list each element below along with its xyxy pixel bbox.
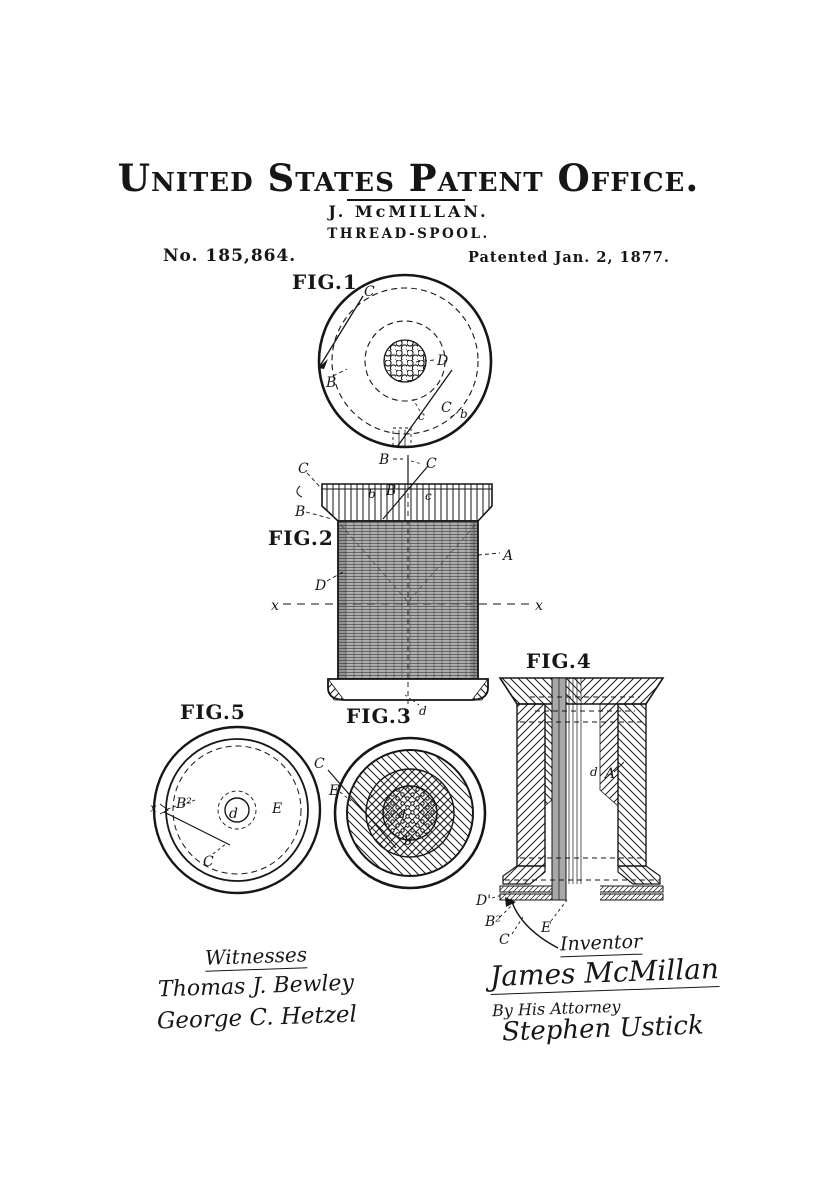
annotation-label: E (271, 801, 282, 817)
annotation-label: D' (475, 893, 491, 909)
figure-4-drawing (491, 677, 665, 949)
invention-title-line: THREAD-SPOOL. (327, 226, 490, 242)
annotation-label: C (441, 400, 452, 416)
figure-5-drawing (152, 725, 322, 895)
annotation-label: x (535, 598, 543, 614)
annotation-label: A (501, 548, 513, 564)
inventor-signature: James McMillan (489, 952, 720, 995)
annotation-label: D (314, 578, 326, 594)
patent-office-title: United States Patent Office. (117, 156, 700, 200)
annotation-label: b (368, 487, 376, 501)
annotation-label: E (540, 920, 551, 936)
annotation-label: C (499, 932, 510, 948)
annotation-label: d (229, 806, 238, 822)
annotation-label: E (328, 783, 339, 799)
figure-3-caption: FIG.3 (346, 704, 412, 728)
annotation-label: d (398, 807, 406, 821)
annotation-label: C (298, 461, 309, 477)
annotation-label: C (364, 284, 375, 300)
annotation-label: B (294, 504, 305, 520)
annotation-label: B² (175, 796, 192, 812)
annotation-label: C (203, 854, 214, 870)
inventor-name-line: J. McMILLAN. (328, 202, 489, 221)
annotation-label: b (404, 834, 412, 848)
annotation-label: C (426, 456, 437, 472)
patent-date: Patented Jan. 2, 1877. (468, 249, 670, 266)
annotation-label: c (418, 409, 425, 423)
annotation-label: x (271, 598, 279, 614)
annotation-label: d (419, 704, 427, 718)
inventor-heading: Inventor (559, 930, 643, 958)
figure-3-drawing (327, 736, 487, 890)
figure-4-caption: FIG.4 (526, 649, 592, 673)
figure-5-caption: FIG.5 (180, 700, 246, 724)
annotation-label: c (425, 489, 432, 503)
annotation-label: b (460, 407, 468, 421)
annotation-label: B (378, 452, 389, 468)
annotation-label: D (436, 353, 448, 369)
annotation-label: d (590, 765, 598, 779)
annotation-label: B (385, 483, 396, 499)
annotation-label: B (325, 375, 336, 391)
figure-2-drawing (283, 455, 533, 706)
figure-2-caption: FIG.2 (268, 526, 334, 550)
annotation-label: C (314, 756, 325, 772)
annotation-label: A (603, 766, 615, 782)
witnesses-heading: Witnesses (204, 942, 308, 972)
annotation-label: x (150, 801, 157, 815)
figure-1-drawing (317, 273, 493, 449)
annotation-label: B² (484, 914, 501, 930)
patent-number: No. 185,864. (163, 246, 297, 266)
figure-1-caption: FIG.1 (292, 270, 358, 294)
title-underline (347, 199, 465, 201)
